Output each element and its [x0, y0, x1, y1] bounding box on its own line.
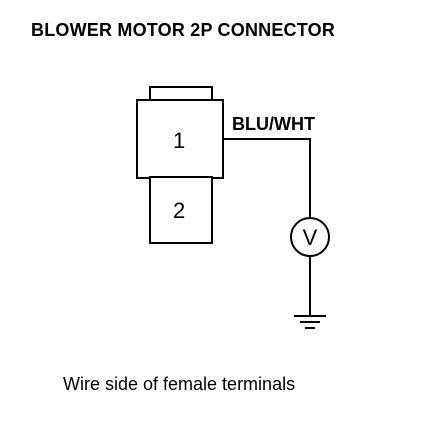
terminal-2-label: 2 [173, 198, 185, 223]
voltmeter-icon: V [290, 217, 330, 257]
connector-lock-tab [149, 86, 213, 102]
test-lead-wire [223, 138, 311, 218]
ground-icon [294, 315, 326, 329]
diagram-caption: Wire side of female terminals [63, 374, 295, 394]
terminal-1-cavity [136, 99, 224, 179]
wire-color-label: BLU/WHT [232, 114, 315, 134]
terminal-2-cavity [149, 176, 213, 244]
connector-housing [136, 86, 224, 244]
voltmeter-symbol: V [303, 225, 318, 250]
terminal-1-label: 1 [173, 128, 185, 153]
diagram-title: BLOWER MOTOR 2P CONNECTOR [31, 20, 335, 40]
